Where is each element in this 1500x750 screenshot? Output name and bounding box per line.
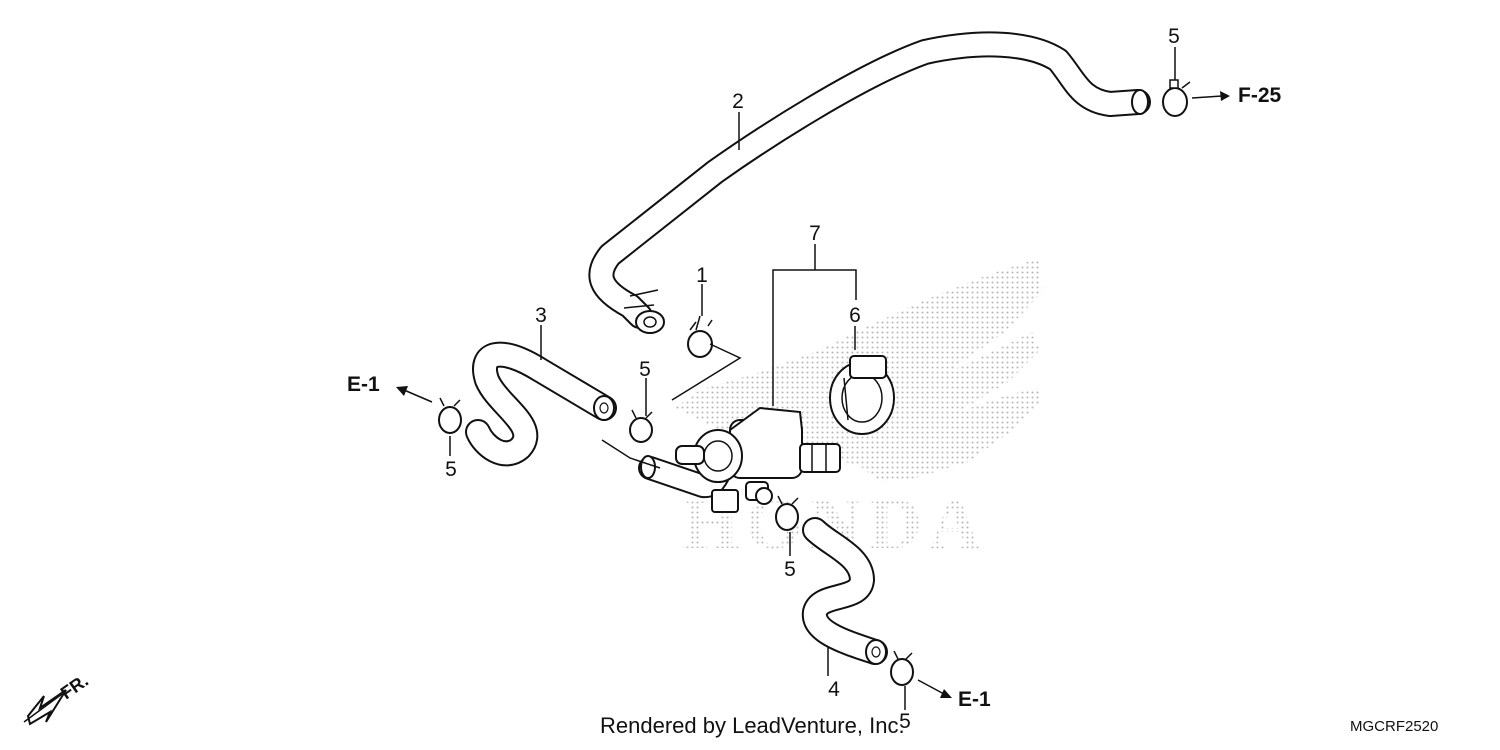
clamp-5-center[interactable] (775, 495, 799, 531)
ref-e1-bottom: E-1 (958, 688, 991, 711)
clamp-5-bottom[interactable] (890, 650, 914, 686)
front-label: FR. (57, 670, 92, 703)
hose-3[interactable] (465, 341, 617, 467)
diagram-code: MGCRF2520 (1350, 718, 1438, 735)
front-arrow-icon (23, 689, 67, 726)
callout-7: 7 (809, 222, 821, 245)
callout-5-top: 5 (1168, 25, 1180, 48)
callout-5-center: 5 (784, 558, 796, 581)
clamp-5-top[interactable] (1162, 79, 1191, 117)
air-injection-valve[interactable] (638, 406, 841, 513)
ref-e1-left: E-1 (347, 373, 380, 396)
clamp-5-left[interactable] (438, 397, 462, 434)
arrow-f25 (1191, 91, 1230, 101)
callout-5-bottom: 5 (899, 710, 911, 733)
callout-2: 2 (732, 90, 744, 113)
callout-5-left: 5 (445, 458, 457, 481)
hose-4[interactable] (801, 517, 888, 665)
render-credit: Rendered by LeadVenture, Inc. (600, 713, 905, 738)
clamp-5-mid[interactable] (629, 409, 653, 443)
callout-5-mid: 5 (639, 358, 651, 381)
bracket-clamp-6[interactable] (829, 355, 895, 435)
leader-lines (449, 47, 1176, 710)
clamp-1[interactable] (687, 315, 713, 358)
hose-2[interactable] (588, 31, 1151, 334)
arrow-e1-left (396, 386, 433, 403)
callout-4: 4 (828, 678, 840, 701)
arrow-e1-bottom (917, 679, 952, 698)
ref-f25: F-25 (1238, 84, 1282, 107)
callout-6: 6 (849, 304, 861, 327)
callout-1: 1 (696, 264, 708, 287)
callout-3: 3 (535, 304, 547, 327)
